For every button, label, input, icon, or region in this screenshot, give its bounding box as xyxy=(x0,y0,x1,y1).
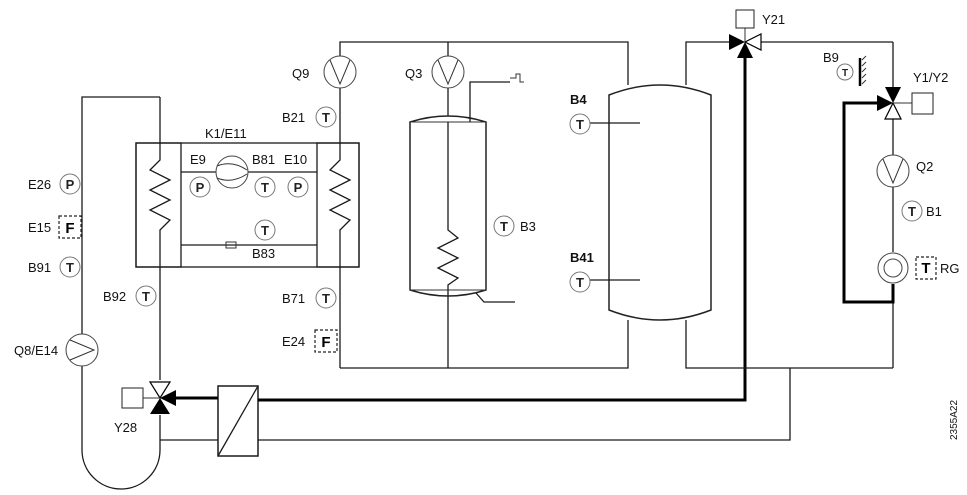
flow-switch-e24: F xyxy=(314,329,338,353)
svg-text:P: P xyxy=(294,180,303,195)
pump-q8 xyxy=(65,333,99,367)
plate-heat-exchanger xyxy=(217,385,259,457)
label-q8: Q8/E14 xyxy=(14,343,58,358)
label-q3: Q3 xyxy=(405,66,422,81)
label-b83: B83 xyxy=(252,246,275,261)
label-y28: Y28 xyxy=(114,420,137,435)
heating-circuit xyxy=(685,41,895,369)
label-b71: B71 xyxy=(282,291,305,306)
temp-sensor-b4: T xyxy=(569,113,591,135)
label-e15: E15 xyxy=(28,220,51,235)
label-y21: Y21 xyxy=(762,12,785,27)
label-e26: E26 xyxy=(28,177,51,192)
temp-sensor-b91: T xyxy=(59,256,81,278)
room-unit: T xyxy=(877,252,937,284)
drawing-code: 2355A22 xyxy=(949,400,960,440)
svg-text:T: T xyxy=(261,180,269,195)
svg-text:T: T xyxy=(500,219,508,234)
label-b91: B91 xyxy=(28,260,51,275)
label-e24: E24 xyxy=(282,334,305,349)
svg-text:T: T xyxy=(142,289,150,304)
label-b41: B41 xyxy=(570,250,594,265)
svg-text:T: T xyxy=(908,204,916,219)
svg-text:T: T xyxy=(322,291,330,306)
svg-text:T: T xyxy=(322,110,330,125)
svg-text:T: T xyxy=(66,260,74,275)
svg-text:T: T xyxy=(261,223,269,238)
outdoor-sensor-b9: T xyxy=(836,55,867,86)
svg-text:T: T xyxy=(576,275,584,290)
flow-switch-e15: F xyxy=(58,215,82,239)
label-e9: E9 xyxy=(190,152,206,167)
pump-q3 xyxy=(431,55,465,89)
valve-y21 xyxy=(729,9,762,58)
svg-text:F: F xyxy=(65,220,74,237)
label-b92: B92 xyxy=(103,289,126,304)
valve-y1y2 xyxy=(877,87,934,120)
temp-sensor-b83: T xyxy=(254,219,276,241)
temp-sensor-b81: T xyxy=(254,176,276,198)
label-b4: B4 xyxy=(570,92,587,107)
valve-y28 xyxy=(121,381,176,414)
label-q2: Q2 xyxy=(916,159,933,174)
buffer-tank xyxy=(590,84,712,321)
temp-sensor-b21: T xyxy=(315,106,337,128)
svg-text:P: P xyxy=(196,180,205,195)
pump-q9 xyxy=(323,55,357,89)
label-b9: B9 xyxy=(823,50,839,65)
label-e10: E10 xyxy=(284,152,307,167)
label-rg: RG xyxy=(940,261,960,276)
svg-text:T: T xyxy=(576,117,584,132)
pressure-sensor-e9: P xyxy=(189,176,211,198)
pressure-sensor-e10: P xyxy=(287,176,309,198)
label-b21: B21 xyxy=(282,110,305,125)
temp-sensor-b92: T xyxy=(135,285,157,307)
label-b81: B81 xyxy=(252,152,275,167)
label-b1: B1 xyxy=(926,204,942,219)
pressure-sensor-e26: P xyxy=(59,173,81,195)
label-y1y2: Y1/Y2 xyxy=(913,70,948,85)
dhw-tank xyxy=(409,73,524,303)
pump-q2 xyxy=(876,154,910,188)
temp-sensor-b71: T xyxy=(315,287,337,309)
label-k1: K1/E11 xyxy=(205,126,247,141)
temp-sensor-b41: T xyxy=(569,271,591,293)
temp-sensor-b3: T xyxy=(493,215,515,237)
svg-text:P: P xyxy=(66,177,75,192)
label-b3: B3 xyxy=(520,219,536,234)
svg-text:T: T xyxy=(842,68,848,79)
source-loop xyxy=(81,96,161,490)
svg-text:T: T xyxy=(921,260,930,277)
label-q9: Q9 xyxy=(292,66,309,81)
heat-pump-unit xyxy=(135,142,360,268)
svg-text:F: F xyxy=(321,334,330,351)
temp-sensor-b1: T xyxy=(901,200,923,222)
